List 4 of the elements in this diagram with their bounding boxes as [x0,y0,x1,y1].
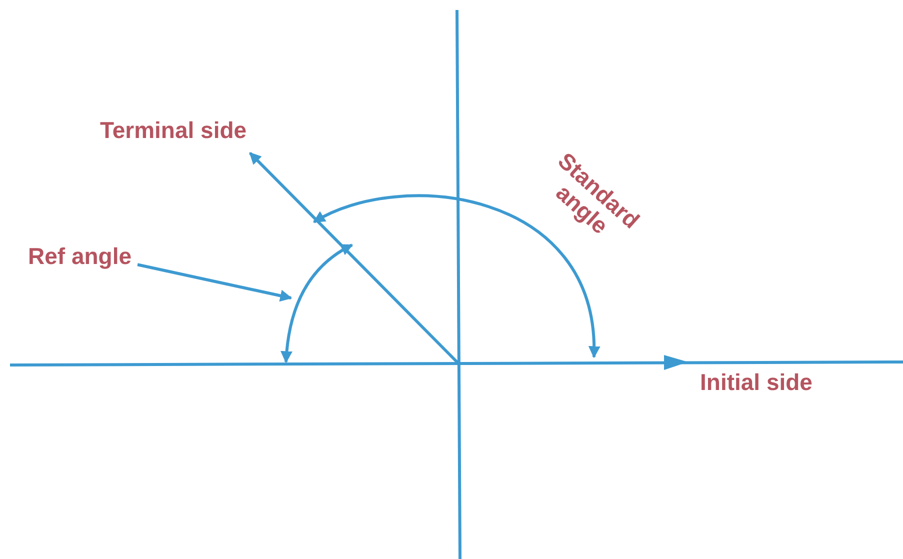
callout-label: Ref angle [28,244,132,270]
axis-label: Initial side [700,370,812,396]
axis-label: Terminal side [100,118,247,144]
leader-line [137,263,292,302]
